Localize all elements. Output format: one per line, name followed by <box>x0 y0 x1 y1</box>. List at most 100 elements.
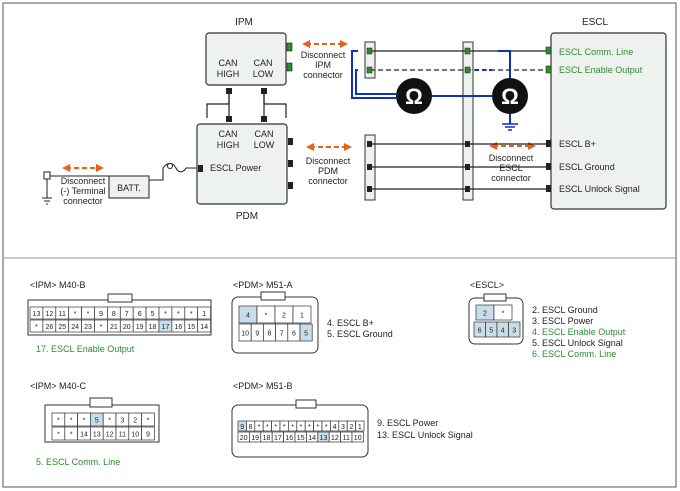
disconnect-notes: Disconnect (-) Terminal connector Discon… <box>60 40 536 206</box>
ohm-symbol-1: Ω <box>405 84 423 109</box>
m51b-pin-label: 3 <box>341 424 345 431</box>
note-escl-2: ESCL <box>499 163 523 173</box>
note-terminal-3: connector <box>63 196 103 206</box>
escl-pin-cell <box>508 321 521 338</box>
m51b-pin-label: 12 <box>331 435 339 442</box>
m51a-legend-0: 4. ESCL B+ <box>327 318 374 328</box>
ground-icon <box>42 197 52 205</box>
m40c-pin-label: * <box>70 432 73 439</box>
escl-pin-enable: ESCL Enable Output <box>559 65 643 75</box>
m51a-title: <PDM> M51-A <box>233 280 293 290</box>
escl-module: ESCL ESCL Comm. Line ESCL Enable Output … <box>545 17 667 210</box>
m40b-pin-label: 11 <box>59 311 66 318</box>
escl-box <box>550 32 667 210</box>
m51b-pin-label: * <box>316 424 319 431</box>
m51b-pin-cell <box>351 431 364 443</box>
m51a-pin-label: 4 <box>246 313 250 320</box>
escl-conn-legend-0: 2. ESCL Ground <box>532 305 598 315</box>
m40c-pin-label: 14 <box>80 432 88 439</box>
m51b-pin-label: 16 <box>285 435 293 442</box>
pdm-box <box>196 123 288 205</box>
m40c-pin-cell <box>141 412 155 427</box>
m51a-pin-label: * <box>265 313 268 320</box>
escl-conn-legend-3: 5. ESCL Unlock Signal <box>532 338 623 348</box>
escl-pin-label: 4 <box>501 328 505 335</box>
m51b-pin-label: 9 <box>240 424 244 431</box>
m51b-pin-label: * <box>291 424 294 431</box>
m51b-pin-label: 17 <box>274 435 282 442</box>
pdm-can-low-2: LOW <box>254 140 275 150</box>
ohm-symbol-2: Ω <box>501 84 519 109</box>
m40b-pin-label: * <box>35 324 38 331</box>
note-ipm-3: connector <box>303 70 343 80</box>
pdm-can-low-1: CAN <box>254 129 273 139</box>
m51b-pin-label: 14 <box>308 435 316 442</box>
escl-pin-label: 3 <box>512 328 516 335</box>
note-terminal-2: (-) Terminal <box>60 186 105 196</box>
m51b-pin-label: * <box>308 424 311 431</box>
m51b-pin-label: 1 <box>358 424 362 431</box>
pdm-pin-3 <box>288 182 293 189</box>
escl-pin-bplus: ESCL B+ <box>559 139 596 149</box>
m40b-pin-label: 14 <box>200 324 208 331</box>
m40c-pin-label: 13 <box>93 432 101 439</box>
pdm-can-high-2: HIGH <box>217 140 240 150</box>
m40b-pin-label: 23 <box>84 324 92 331</box>
ipm-can-low-2: LOW <box>253 69 274 79</box>
m51b-pin-label: 13 <box>320 435 328 442</box>
m40c-pin-label: * <box>108 418 111 425</box>
escl-pin-label: 2 <box>483 311 487 318</box>
ipm-pin-high <box>286 42 293 52</box>
ipm-title: IPM <box>235 17 253 28</box>
note-ipm-1: Disconnect <box>301 50 346 60</box>
pdm-title: PDM <box>236 211 258 222</box>
m40b-pin-label: * <box>164 311 167 318</box>
m51a-latch <box>260 291 286 301</box>
m40b-pin-label: 8 <box>112 311 116 318</box>
m40c-pin-label: * <box>83 418 86 425</box>
ohmmeter-test: Ω Ω <box>351 50 528 131</box>
ipm-can-low-1: CAN <box>253 58 272 68</box>
ipm-module: IPM CAN HIGH CAN LOW <box>205 17 293 94</box>
m40c-latch <box>89 397 113 408</box>
note-escl-3: connector <box>491 173 531 183</box>
escl-pin-ground: ESCL Ground <box>559 162 615 172</box>
m40b-pin-label: 12 <box>45 311 53 318</box>
m51b-title: <PDM> M51-B <box>233 381 293 391</box>
m51b-pin-label: * <box>274 424 277 431</box>
m40c-title: <IPM> M40-C <box>30 381 87 391</box>
m40b-latch <box>107 293 133 303</box>
battery-box <box>108 175 150 199</box>
note-pdm-1: Disconnect <box>306 156 351 166</box>
m51a-pin-label: 7 <box>280 331 284 338</box>
ipm-term-low <box>261 88 267 94</box>
note-escl-1: Disconnect <box>489 153 534 163</box>
pdm-can-high-1: CAN <box>218 129 237 139</box>
m51a-pin-label: 6 <box>292 331 296 338</box>
m51b-pin-label: 8 <box>249 424 253 431</box>
m51b-pin-label: * <box>258 424 261 431</box>
pdm-term-high <box>226 116 232 122</box>
fuse-icon <box>167 163 173 169</box>
m40c-pin-label: * <box>57 432 60 439</box>
m40b-pin-cell <box>197 306 211 320</box>
m51a-pin-label: 9 <box>255 331 259 338</box>
pdm-pin-1 <box>288 138 293 145</box>
m40b-pin-label: 5 <box>151 311 155 318</box>
m40b-pin-cell <box>197 319 211 333</box>
m51b-pin-label: 4 <box>333 424 337 431</box>
ipm-term-high <box>226 88 232 94</box>
m40b-pin-label: 6 <box>138 311 142 318</box>
battery-circuit: BATT. <box>42 162 197 205</box>
can-link <box>206 94 287 118</box>
escl-conn-legend-4: 6. ESCL Comm. Line <box>532 349 616 359</box>
m51b-legend-0: 9. ESCL Power <box>377 418 438 428</box>
m51a-pin-label: 1 <box>300 313 304 320</box>
m40c-pin-label: * <box>147 418 150 425</box>
m40b-pin-label: 20 <box>123 324 131 331</box>
